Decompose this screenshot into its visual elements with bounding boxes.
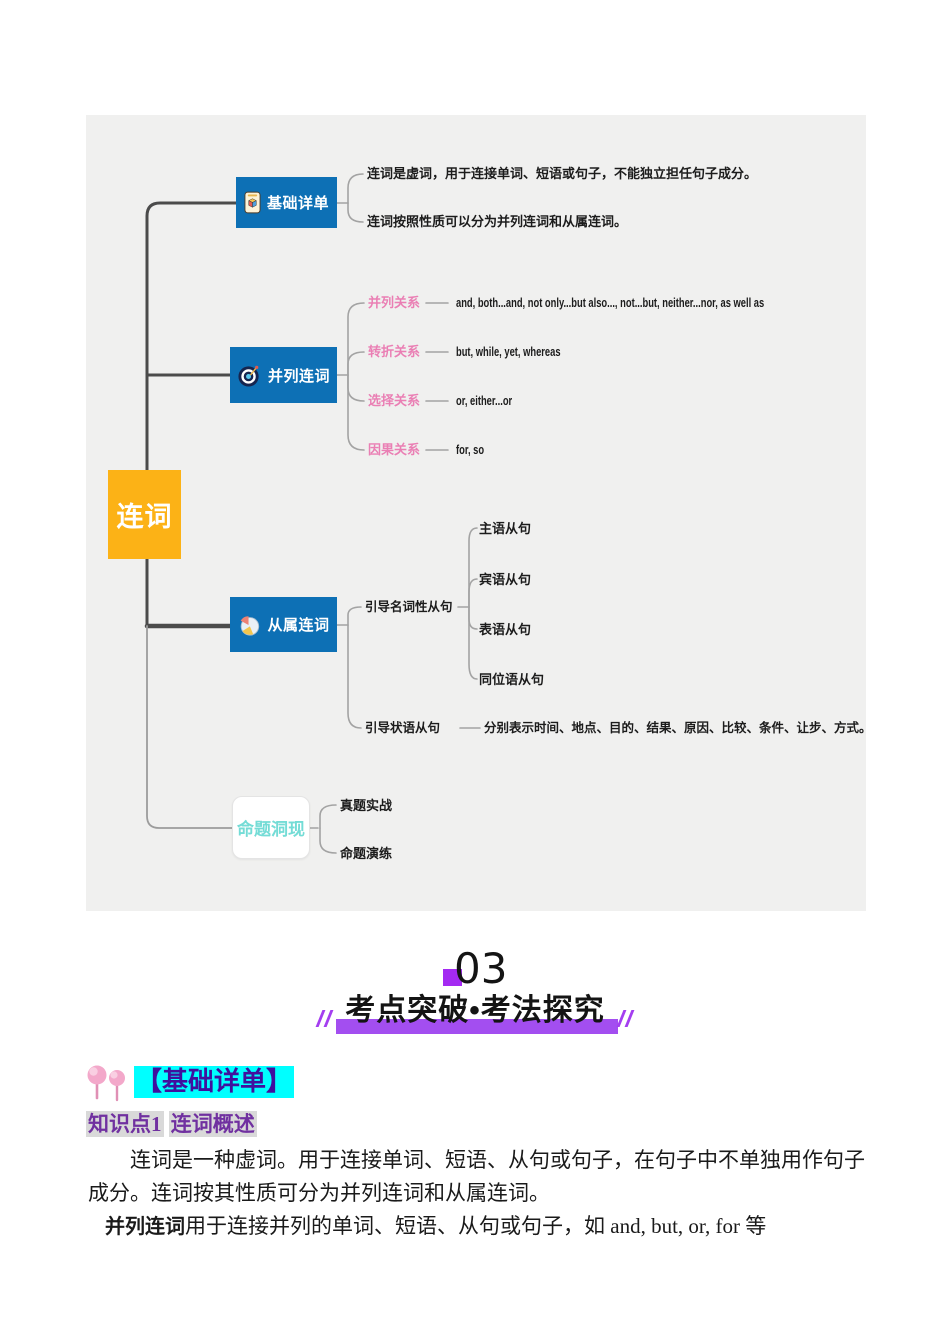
section-title-row: 考点突破•考法探究 <box>0 993 950 1034</box>
trees-icon <box>87 1065 125 1102</box>
double-slash-icon <box>616 1010 635 1027</box>
node-coordinating: 并列连词 <box>230 347 337 403</box>
notebook-icon <box>244 191 261 214</box>
node-basics-label: 基础详单 <box>266 195 329 212</box>
relation-label: 因果关系 <box>368 442 421 457</box>
section-number: 03 <box>454 944 508 993</box>
proposition-item: 真题实战 <box>340 798 393 813</box>
knowledge-point-heading: 知识点1 连词概述 <box>86 1110 257 1138</box>
node-subordinating-label: 从属连词 <box>267 617 330 634</box>
paragraph-coordinating: 并列连词用于连接并列的单词、短语、从句或句子，如 and, but, or, f… <box>88 1210 868 1244</box>
adverbial-clause-label: 引导状语从句 <box>365 721 441 735</box>
section-title: 考点突破•考法探究 <box>345 994 605 1027</box>
paragraph-lead-bold: 并列连词 <box>105 1216 185 1238</box>
knowledge-point-title: 连词概述 <box>168 1111 257 1137</box>
clause-item: 表语从句 <box>479 622 532 637</box>
subheading-basics: 【基础详单】 <box>134 1066 295 1098</box>
relation-label: 选择关系 <box>368 393 421 408</box>
section-number-square <box>443 969 462 986</box>
noun-clause-label: 引导名词性从句 <box>365 600 453 614</box>
adverbial-clause-desc: 分别表示时间、地点、目的、结果、原因、比较、条件、让步、方式。 <box>484 721 872 735</box>
root-node: 连词 <box>108 470 181 559</box>
node-propositions: 命题洞现 <box>232 796 310 859</box>
knowledge-point-tag: 知识点1 <box>86 1111 164 1137</box>
node-coordinating-label: 并列连词 <box>267 367 330 385</box>
body-paragraphs: 连词是一种虚词。用于连接单词、短语、从句或句子，在句子中不单独用作句子成分。连词… <box>88 1144 868 1244</box>
title-highlight-bar <box>336 1019 618 1034</box>
clause-item: 主语从句 <box>479 521 532 536</box>
proposition-item: 命题演练 <box>340 846 393 861</box>
relation-words: or, either...or <box>456 393 513 408</box>
node-basics: 基础详单 <box>236 177 337 228</box>
relation-label: 转折关系 <box>368 344 421 359</box>
basics-item: 连词是虚词，用于连接单词、短语或句子，不能独立担任句子成分。 <box>367 166 758 181</box>
relation-words: for, so <box>456 442 485 457</box>
node-subordinating: 从属连词 <box>230 597 337 652</box>
relation-words: but, while, yet, whereas <box>456 344 561 359</box>
relation-label: 并列关系 <box>368 295 421 310</box>
connector-lines <box>144 173 481 854</box>
pie-chart-icon <box>241 616 260 636</box>
paragraph-rest: 用于连接并列的单词、短语、从句或句子，如 and, but, or, for 等 <box>185 1214 767 1238</box>
double-slash-icon <box>315 1010 334 1027</box>
paragraph-conjunction-overview: 连词是一种虚词。用于连接单词、短语、从句或句子，在句子中不单独用作句子成分。连词… <box>88 1148 865 1205</box>
basics-item: 连词按照性质可以分为并列连词和从属连词。 <box>367 214 628 229</box>
mindmap-card: 连词 基础详单 连词是虚词，用于连接单词、短语或句子，不能独立担任句子成分。 连… <box>86 115 872 911</box>
target-icon <box>238 365 259 387</box>
clause-item: 宾语从句 <box>479 572 532 587</box>
clause-item: 同位语从句 <box>479 672 545 687</box>
relation-words: and, both...and, not only...but also...,… <box>456 295 765 310</box>
